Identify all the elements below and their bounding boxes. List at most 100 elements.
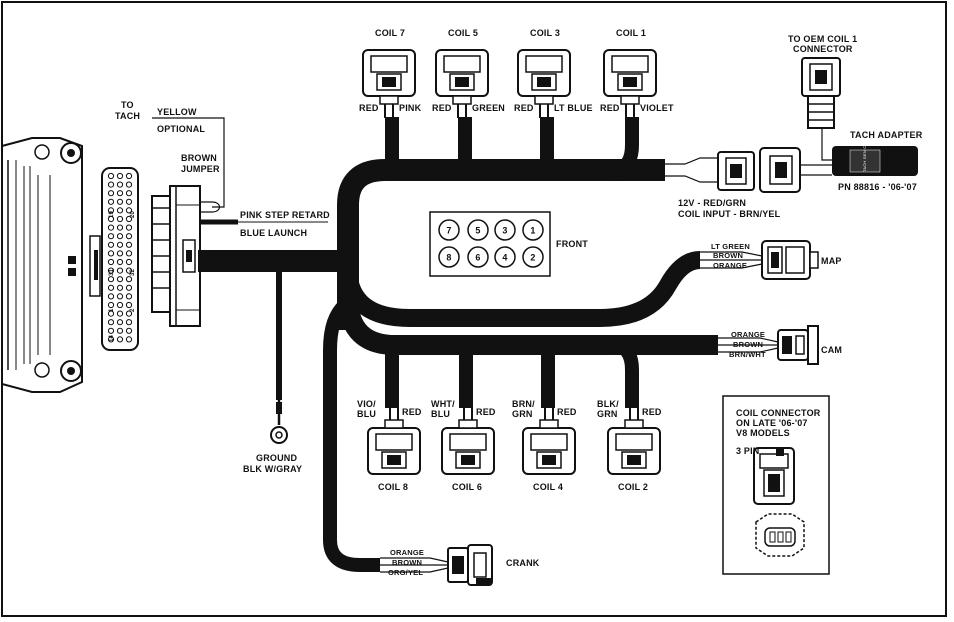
coil-right-wire-label: PINK <box>399 103 422 113</box>
oem-coil-label-2: CONNECTOR <box>793 44 853 54</box>
coil-label: COIL 4 <box>533 482 563 492</box>
inset-pin-label: 3 PIN <box>736 446 760 456</box>
cylinder-circle <box>522 246 544 268</box>
connector-pin <box>125 276 133 283</box>
connector-pin <box>107 319 115 326</box>
map-wire-3: ORANGE <box>713 261 747 270</box>
tach-yellow-label: YELLOW <box>157 107 197 117</box>
cylinder-circle <box>467 246 489 268</box>
coil-left-wire-label-2: BLU <box>357 409 376 419</box>
pin-label-32: 32 <box>130 268 136 276</box>
connector-pin <box>107 327 115 334</box>
cam-label: CAM <box>821 345 842 355</box>
pin-label-31: 31 <box>109 268 115 276</box>
coil-input-line1: 12V - RED/GRN <box>678 198 746 208</box>
cam-wire-2: BROWN <box>733 340 763 349</box>
coil-label: COIL 5 <box>448 28 478 38</box>
connector-pin <box>116 284 124 291</box>
cylinder-number: 3 <box>502 226 507 236</box>
connector-pin <box>116 258 124 266</box>
coil-right-wire-label: RED <box>557 407 577 417</box>
connector-pin <box>125 319 133 326</box>
connector-pin <box>107 241 115 248</box>
map-label: MAP <box>821 256 842 266</box>
coil-connector-inset <box>722 395 830 575</box>
harness-main-connector <box>151 185 201 327</box>
ground-ring-terminal <box>270 400 288 444</box>
connector-pin <box>125 190 133 197</box>
connector-pin <box>116 233 124 240</box>
connector-pin <box>116 336 124 343</box>
connector-pin <box>116 190 124 197</box>
connector-pin <box>116 250 124 257</box>
coil-left-wire-label-1: BLK/ <box>597 399 619 409</box>
pin-label-19: 19 <box>109 210 115 218</box>
connector-pin <box>125 301 133 309</box>
connector-pin <box>125 224 133 231</box>
connector-pin <box>107 276 115 283</box>
connector-pin <box>125 293 133 300</box>
connector-pin <box>107 224 115 231</box>
inset-line2: ON LATE '06-'07 <box>736 418 808 428</box>
coil-left-wire-label-2: GRN <box>512 409 533 419</box>
connector-pin <box>125 250 133 257</box>
cylinder-circle <box>438 246 460 268</box>
connector-pin <box>125 241 133 248</box>
firing-order-front-label: FRONT <box>556 239 588 249</box>
cylinder-number: 4 <box>502 253 507 263</box>
coil-left-wire-label-2: GRN <box>597 409 618 419</box>
crank-label: CRANK <box>506 558 540 568</box>
ecu-module: 19 20 31 32 1 2 14 <box>1 137 139 393</box>
connector-pin <box>116 327 124 334</box>
connector-pin <box>107 215 115 223</box>
cam-connector <box>718 325 819 365</box>
pin-label-14: 14 <box>109 334 115 342</box>
tach-to-label: TO <box>121 100 134 110</box>
connector-pin <box>125 207 133 214</box>
connector-pin <box>125 336 133 343</box>
cylinder-number: 6 <box>475 253 480 263</box>
step-retard-label: PINK STEP RETARD <box>240 210 330 220</box>
connector-pin <box>116 224 124 231</box>
coil-label: COIL 1 <box>616 28 646 38</box>
coil-left-wire-label: RED <box>432 103 452 113</box>
tach-yellow-wire <box>152 117 225 208</box>
connector-pin <box>125 284 133 291</box>
cylinder-circle <box>467 219 489 241</box>
connector-pin <box>116 241 124 248</box>
coil-left-wire-label-1: WHT/ <box>431 399 455 409</box>
tach-adapter-body-text: TACH GEN COIL 1 <box>862 134 867 172</box>
connector-pin <box>116 198 124 205</box>
coil-label: COIL 2 <box>618 482 648 492</box>
connector-pin <box>107 181 115 188</box>
connector-pin <box>107 198 115 205</box>
coil-connector-bottom: BRN/GRN RED COIL 4 <box>512 399 577 492</box>
coil-input-line2: COIL INPUT - BRN/YEL <box>678 209 781 219</box>
tach-adapter-module: TACH GEN COIL 1 <box>821 128 918 176</box>
connector-pin <box>116 301 124 309</box>
connector-pin <box>107 172 115 180</box>
coil-left-wire-label-1: VIO/ <box>357 399 376 409</box>
crank-wire-1: ORANGE <box>390 548 424 557</box>
coil-input-adapter <box>665 147 832 193</box>
coil-right-wire-label: LT BLUE <box>554 103 593 113</box>
cylinder-circle <box>438 219 460 241</box>
connector-pin <box>125 172 133 180</box>
connector-pin <box>125 310 133 317</box>
tach-tach-label: TACH <box>115 111 140 121</box>
coil-left-wire-label-1: BRN/ <box>512 399 535 409</box>
connector-pin <box>125 215 133 223</box>
connector-pin <box>116 267 124 274</box>
cylinder-number: 2 <box>530 253 535 263</box>
connector-pin <box>125 198 133 205</box>
connector-pin <box>107 258 115 266</box>
oem-coil-label-1: TO OEM COIL 1 <box>788 34 857 44</box>
connector-pin <box>107 310 115 317</box>
